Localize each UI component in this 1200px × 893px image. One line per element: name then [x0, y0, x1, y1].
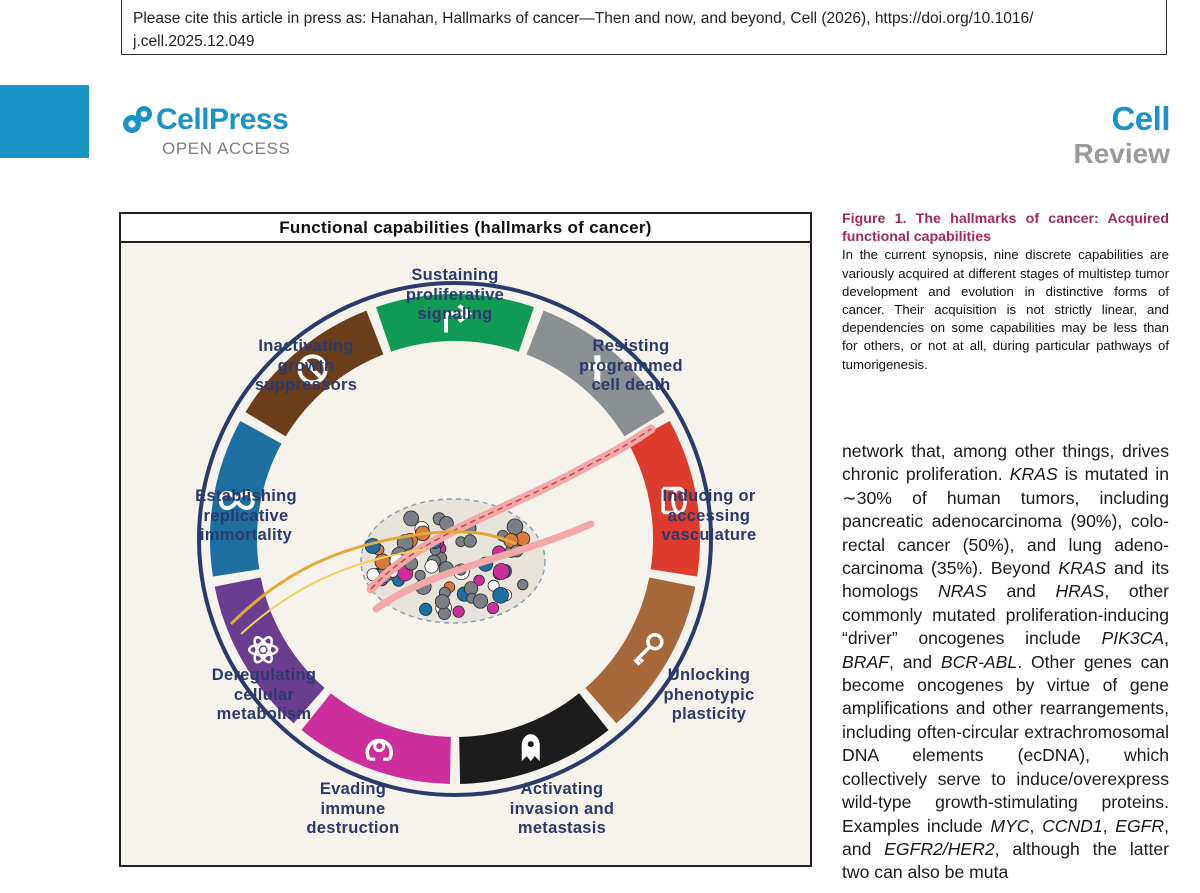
journal-name: Cell	[1111, 100, 1170, 137]
key-icon	[633, 633, 664, 666]
wheel-outer-ring	[197, 281, 713, 797]
body-text-run: , although the latter two can also be mu…	[842, 838, 1169, 883]
gene-name: NRAS	[937, 581, 987, 602]
body-text-run: , and	[842, 815, 1170, 859]
prohibit-icon	[297, 354, 328, 385]
hallmark-label: Inactivating growth suppressors	[254, 337, 358, 394]
tumor-illustration	[229, 424, 656, 635]
hallmark-segment	[585, 577, 696, 724]
immune-cell-icon	[365, 738, 393, 761]
hallmarks-wheel	[197, 281, 713, 797]
hallmark-label: Unlocking phenotypic plasticity	[663, 666, 755, 723]
hallmark-segment	[210, 420, 282, 577]
body-text-run: network that, among other things, drives…	[842, 441, 1169, 485]
gene-name: BCR-ABL	[940, 651, 1018, 672]
atom-icon	[247, 636, 279, 664]
section-color-tab	[0, 85, 89, 158]
body-text-run: ,	[1029, 815, 1043, 836]
gene-name: KRAS	[1009, 464, 1058, 485]
gene-name: HRAS	[1055, 581, 1105, 602]
hallmark-label: Establishing replicative immortality	[195, 487, 297, 544]
ghost-icon	[521, 734, 540, 762]
cellpress-logo[interactable]: CellPress OPEN ACCESS	[120, 103, 290, 159]
gene-name: PIK3CA	[1101, 628, 1165, 649]
caption-text: In the current synopsis, nine discrete c…	[842, 247, 1169, 372]
figure-1: Functional capabilities (hallmarks of ca…	[119, 212, 812, 867]
arrow-icon	[444, 303, 473, 333]
vessel-icon	[661, 486, 687, 515]
article-type: Review	[1073, 138, 1171, 169]
hallmark-label: Sustaining proliferative signaling	[405, 266, 505, 323]
cross-icon	[586, 355, 609, 384]
citation-text: Please cite this article in press as: Ha…	[133, 10, 875, 27]
gene-name: EGFR	[1115, 815, 1165, 836]
hallmark-label: Activating invasion and metastasis	[509, 780, 615, 837]
hallmark-label: Evading immune destruction	[306, 780, 400, 837]
doi-link[interactable]: https://doi.org/10.1016/ j.cell.2025.12.…	[133, 10, 1034, 50]
citation-box: Please cite this article in press as: Ha…	[121, 0, 1167, 55]
hallmark-segment	[301, 693, 451, 784]
journal-header: Cell Review	[1074, 100, 1171, 170]
body-text-run: ,	[1102, 815, 1116, 836]
body-text-run: . Other genes can become oncogenes by vi…	[842, 651, 1169, 836]
body-text-run: is mutated in ∼30% of human tumors, incl…	[842, 464, 1169, 579]
gene-name: EGFR2/HER2	[884, 838, 995, 859]
figure-header: Functional capabilities (hallmarks of ca…	[121, 214, 810, 243]
hallmark-label: Inducing or accessing vasculature	[661, 487, 757, 544]
body-paragraph: network that, among other things, drives…	[842, 440, 1169, 885]
hallmark-segment	[376, 294, 534, 352]
hallmark-label: Resisting programmed cell death	[579, 337, 683, 394]
body-text-run: and	[986, 581, 1056, 602]
body-text-run: , and	[888, 651, 941, 672]
figure-caption: Figure 1. The hallmarks of cancer: Acqui…	[842, 210, 1169, 374]
infinity-icon	[218, 491, 255, 511]
gene-name: MYC	[990, 815, 1030, 836]
gene-name: BRAF	[842, 651, 889, 672]
gene-name: CCND1	[1042, 815, 1103, 836]
body-text-run: , other commonly mutated proliferation-i…	[842, 581, 1169, 649]
caption-title: Figure 1. The hallmarks of cancer: Acqui…	[842, 211, 1169, 246]
open-access-label: OPEN ACCESS	[162, 139, 291, 158]
gene-name: KRAS	[1058, 558, 1107, 579]
body-text-run: ,	[1164, 628, 1169, 649]
logo-text: CellPress	[156, 103, 289, 136]
cellpress-logo-icon	[123, 106, 152, 133]
body-text-run: and its homologs	[842, 558, 1170, 602]
hallmark-label: Deregulating cellular metabolism	[211, 666, 317, 723]
